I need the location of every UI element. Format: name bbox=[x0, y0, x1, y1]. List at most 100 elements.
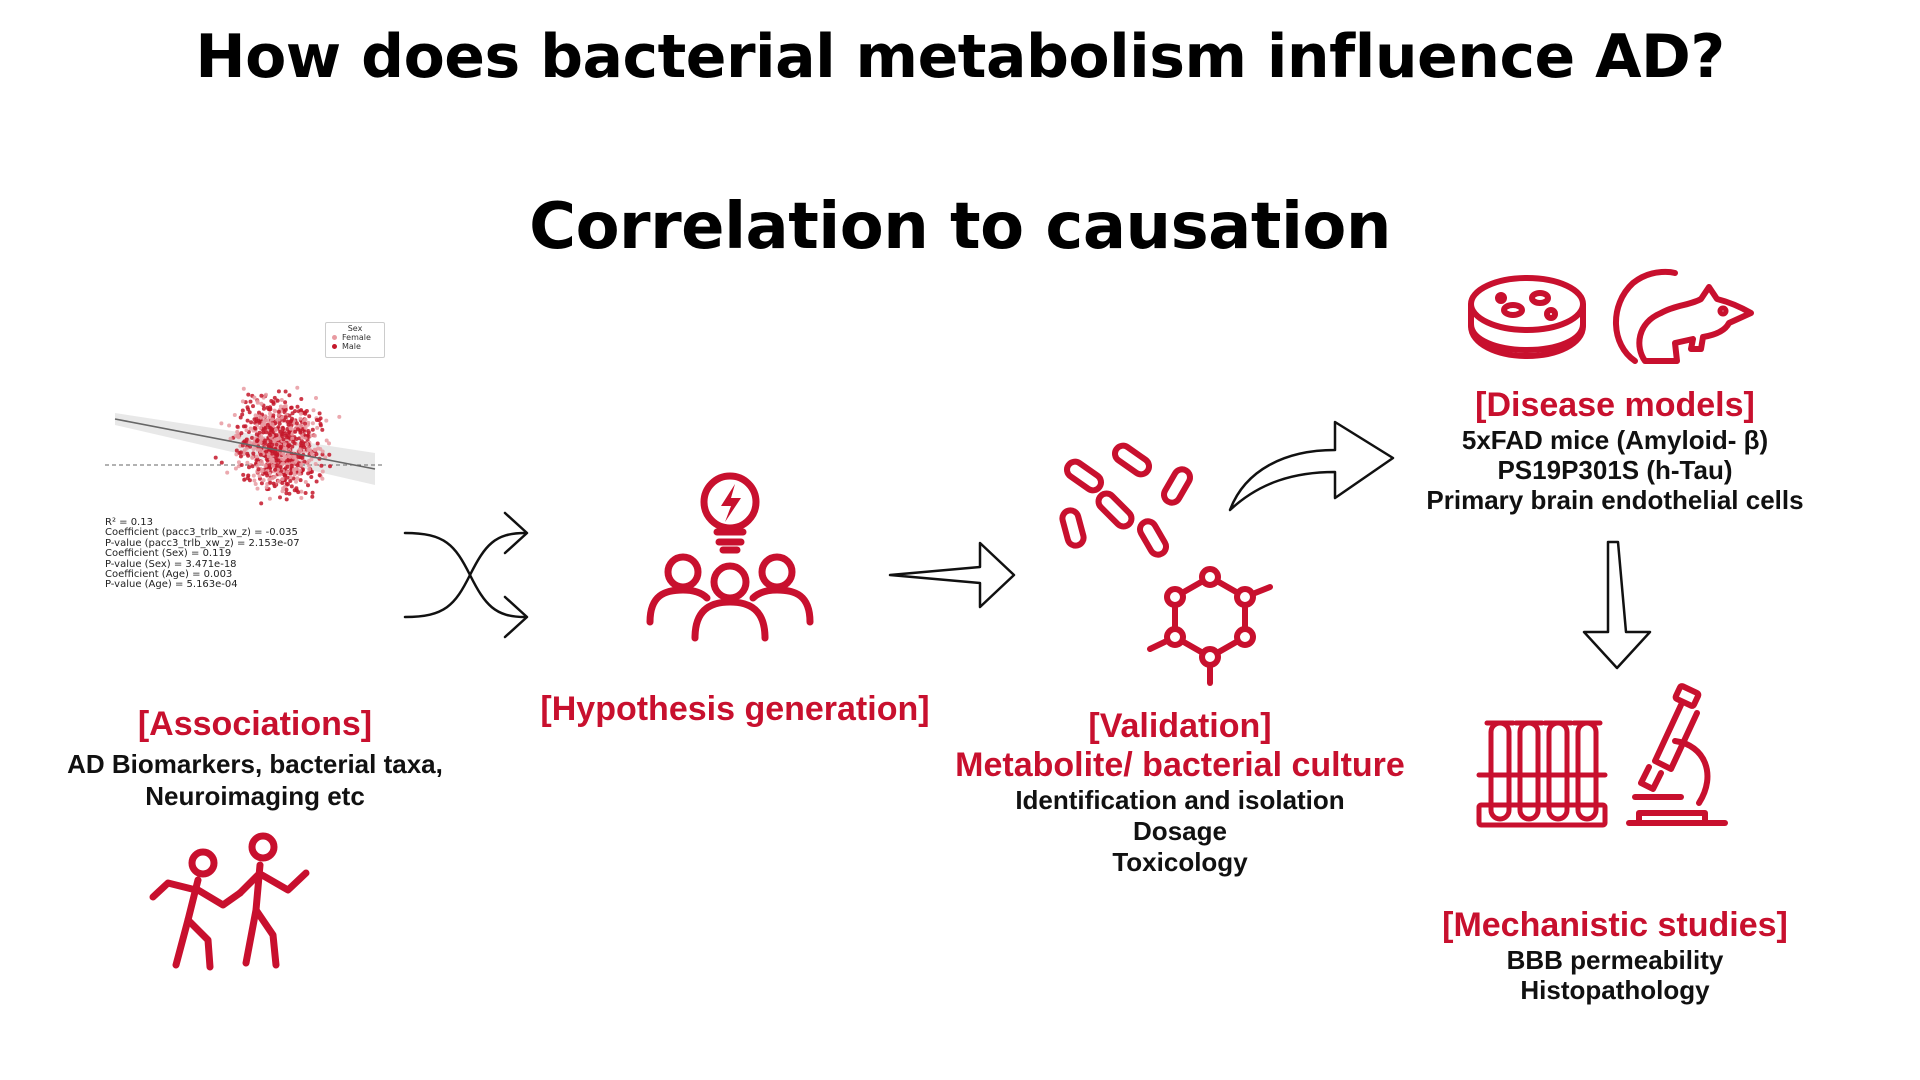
scatter-point bbox=[317, 473, 322, 478]
scatter-point bbox=[263, 464, 268, 468]
scatter-point bbox=[250, 435, 254, 440]
scatter-point bbox=[278, 444, 283, 449]
scatter-point bbox=[287, 430, 292, 435]
scatter-point bbox=[287, 491, 292, 496]
scatter-point bbox=[254, 458, 259, 463]
scatter-point bbox=[257, 474, 262, 478]
scatter-point bbox=[303, 480, 308, 484]
stat-line: Coefficient (pacc3_trlb_xw_z) = -0.035 bbox=[105, 527, 298, 539]
scatter-point bbox=[264, 449, 269, 454]
scatter-point bbox=[307, 414, 312, 419]
scatter-point bbox=[320, 452, 325, 457]
scatter-point bbox=[283, 446, 288, 451]
scatter-point bbox=[259, 481, 264, 486]
validation-heading: [Validation] bbox=[1088, 707, 1272, 745]
scatter-point bbox=[327, 452, 332, 457]
scatter-point bbox=[293, 458, 298, 463]
scatter-point bbox=[276, 409, 281, 414]
scatter-point bbox=[275, 398, 280, 403]
scatter-point bbox=[317, 411, 322, 416]
scatter-point bbox=[314, 396, 318, 400]
scatter-point bbox=[249, 420, 254, 425]
scatter-point bbox=[276, 479, 281, 484]
scatter-point bbox=[251, 447, 256, 451]
scatter-point bbox=[283, 389, 288, 394]
scatter-point bbox=[264, 392, 268, 397]
scatter-point bbox=[253, 426, 258, 431]
scatter-point bbox=[285, 475, 290, 480]
scatter-point bbox=[273, 467, 278, 472]
scatter-point bbox=[297, 472, 302, 476]
scatter-point bbox=[235, 429, 240, 434]
legend-label-male: Male bbox=[342, 342, 361, 351]
scatter-point bbox=[285, 435, 290, 440]
scatter-point bbox=[247, 410, 252, 415]
people-dancing-icon bbox=[149, 832, 310, 971]
scatter-point bbox=[324, 438, 329, 443]
scatter-point bbox=[264, 457, 269, 462]
stat-line: Coefficient (Sex) = 0.119 bbox=[105, 548, 232, 560]
scatter-point bbox=[292, 488, 297, 493]
scatter-point bbox=[265, 422, 270, 427]
scatter-point bbox=[251, 404, 255, 409]
scatter-point bbox=[253, 413, 258, 418]
female-marker bbox=[332, 335, 337, 340]
scatter-point bbox=[300, 435, 305, 440]
scatter-point bbox=[311, 408, 316, 413]
scatter-point bbox=[268, 433, 273, 437]
scatter-point bbox=[234, 452, 239, 457]
scatter-point bbox=[251, 451, 256, 456]
arrow-down-icon bbox=[1582, 540, 1652, 670]
scatter-point bbox=[292, 472, 297, 477]
stat-line: Coefficient (Age) = 0.003 bbox=[105, 569, 233, 581]
scatter-point bbox=[258, 452, 263, 457]
scatter-point bbox=[244, 428, 249, 433]
scatter-point bbox=[306, 483, 310, 488]
scatter-point bbox=[259, 468, 264, 473]
scatter-point bbox=[289, 463, 294, 468]
scatter-point bbox=[259, 434, 263, 439]
scatter-point bbox=[255, 464, 260, 469]
scatter-point bbox=[318, 423, 323, 428]
scatter-point bbox=[270, 476, 275, 481]
scatter-point bbox=[310, 494, 315, 499]
scatter-point bbox=[298, 449, 303, 454]
scatter-point bbox=[290, 431, 295, 436]
scatter-point bbox=[281, 426, 285, 431]
validation-subheading: Metabolite/ bacterial culture bbox=[955, 746, 1405, 784]
scatter-point bbox=[270, 422, 275, 427]
scatter-point bbox=[273, 437, 278, 442]
scatter-point bbox=[268, 411, 272, 416]
scatter-point bbox=[276, 417, 281, 422]
scatter-point bbox=[279, 469, 283, 474]
mechanistic-line: Histopathology bbox=[1520, 975, 1710, 1005]
scatter-point bbox=[289, 471, 293, 476]
disease-models-heading: [Disease models] bbox=[1475, 386, 1755, 424]
scatter-point bbox=[250, 464, 255, 469]
hypothesis-heading: [Hypothesis generation] bbox=[540, 690, 930, 728]
scatter-point bbox=[320, 469, 325, 474]
scatter-point bbox=[314, 479, 319, 484]
scatter-point bbox=[255, 423, 260, 428]
scatter-point bbox=[328, 464, 332, 469]
scatter-point bbox=[307, 463, 311, 468]
scatter-legend: Sex Female Male bbox=[325, 322, 385, 358]
scatter-point bbox=[278, 429, 283, 434]
scatter-point bbox=[264, 471, 269, 476]
scatter-point bbox=[278, 404, 283, 409]
scatter-point bbox=[270, 417, 275, 422]
scatter-point bbox=[293, 467, 298, 472]
scatter-point bbox=[320, 476, 325, 481]
scatter-point bbox=[238, 415, 243, 420]
scatter-point bbox=[261, 420, 266, 425]
scatter-point bbox=[234, 433, 238, 438]
scatter-point bbox=[290, 444, 295, 449]
scatter-point bbox=[256, 467, 261, 472]
scatter-point bbox=[255, 399, 260, 404]
scatter-point bbox=[265, 482, 270, 486]
scatter-point bbox=[276, 389, 281, 394]
scatter-point bbox=[252, 395, 257, 400]
mechanistic-heading: [Mechanistic studies] bbox=[1442, 906, 1788, 944]
scatter-point bbox=[253, 482, 258, 486]
scatter-point bbox=[239, 431, 244, 436]
